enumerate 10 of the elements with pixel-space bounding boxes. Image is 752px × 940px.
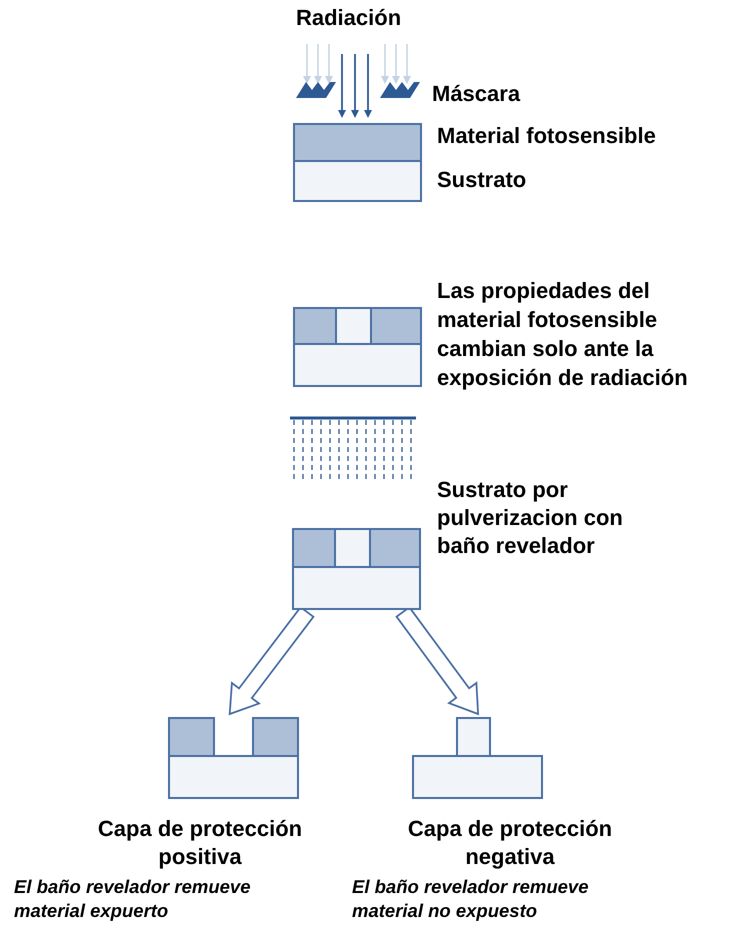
label-text: Máscara xyxy=(432,80,520,108)
label-text: Material fotosensible xyxy=(437,122,656,150)
caption-text: Sustrato por pulverizacion con baño revelador xyxy=(437,476,624,560)
caption-text: Capa de protección negativa xyxy=(406,815,614,871)
label-text: Sustrato xyxy=(437,166,526,194)
caption-text: Capa de protección positiva xyxy=(96,815,304,871)
caption-text: El baño revelador remueve material expuerto xyxy=(14,875,252,923)
caption-text: El baño revelador remueve material no expuesto xyxy=(352,875,590,923)
label-text: Radiación xyxy=(296,4,402,32)
description-text: Las propiedades del material fotosensible cambian solo ante la exposición de radiación xyxy=(437,277,689,392)
